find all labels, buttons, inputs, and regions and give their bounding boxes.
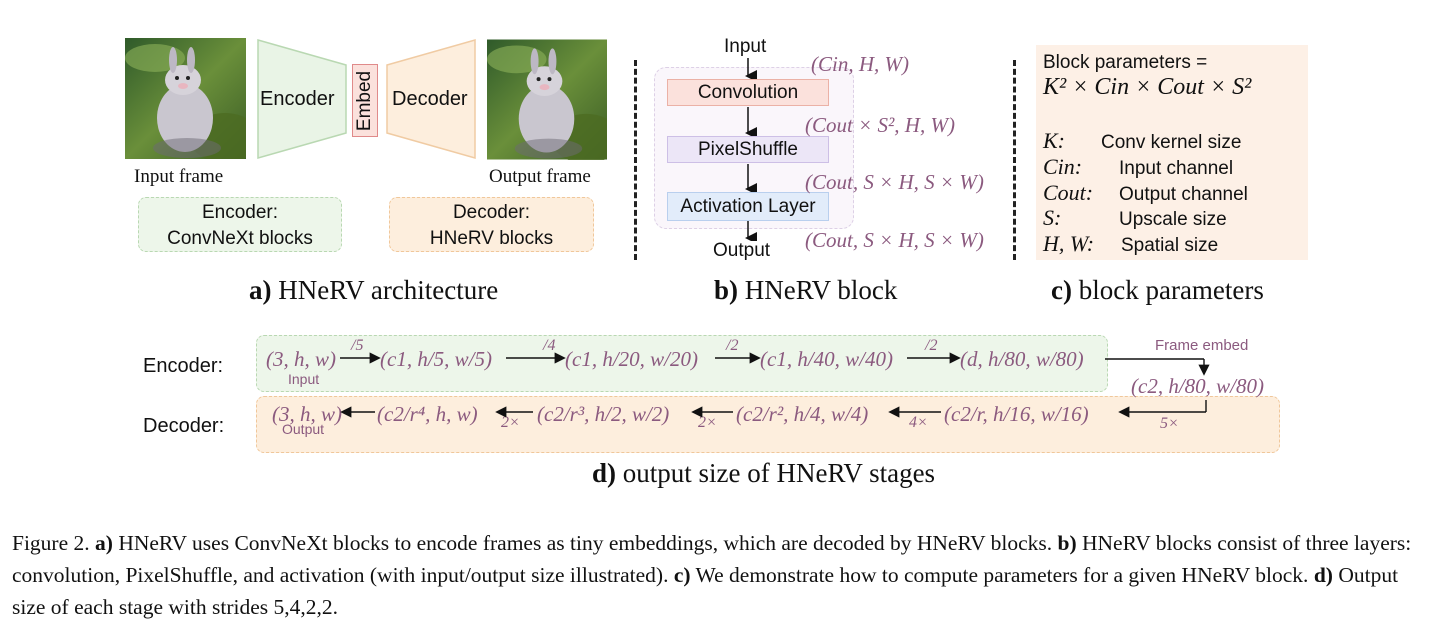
def-desc: Upscale size bbox=[1119, 209, 1227, 230]
decoder-trapezoid bbox=[386, 39, 476, 159]
pixelshuffle-label: PixelShuffle bbox=[698, 138, 798, 160]
decoder-label: Decoder bbox=[392, 88, 468, 110]
decoder-row-label: Decoder: bbox=[143, 415, 225, 437]
panel-d-letter: d) bbox=[592, 458, 617, 488]
panel-a-letter: a) bbox=[249, 275, 272, 305]
caption-a-text: HNeRV uses ConvNeXt blocks to encode fra… bbox=[118, 531, 1053, 555]
block-size-output: (Cout, S × H, S × W) bbox=[805, 228, 984, 252]
params-def-hw: H, W: Spatial size bbox=[1043, 231, 1218, 257]
caption-b-letter: b) bbox=[1057, 531, 1077, 555]
dec-scale-0: 2× bbox=[501, 414, 520, 431]
panel-a-title: a) HNeRV architecture bbox=[249, 275, 498, 306]
caption-c-text: We demonstrate how to compute parameters… bbox=[695, 563, 1309, 587]
params-box bbox=[1036, 45, 1308, 260]
block-output-label: Output bbox=[713, 240, 771, 261]
embed-box: Embed bbox=[352, 64, 378, 137]
activation-label: Activation Layer bbox=[680, 195, 816, 217]
enc-stride-0: /5 bbox=[351, 337, 364, 354]
input-frame-image bbox=[125, 38, 246, 159]
caption-a-letter: a) bbox=[95, 531, 113, 555]
dec-scale-2: 4× bbox=[909, 414, 928, 431]
encoder-note: Encoder: ConvNeXt blocks bbox=[138, 197, 342, 252]
enc-size-3: (c1, h/40, w/40) bbox=[760, 347, 893, 371]
panel-d-title: d) output size of HNeRV stages bbox=[592, 458, 935, 489]
panel-c-text: block parameters bbox=[1078, 275, 1264, 305]
params-def-k: K: Conv kernel size bbox=[1043, 128, 1241, 154]
convolution-label: Convolution bbox=[697, 81, 799, 103]
encoder-label: Encoder bbox=[260, 88, 335, 110]
decoder-note-line1: Decoder: bbox=[452, 202, 531, 223]
dec-size-0: (3, h, w) bbox=[272, 402, 342, 426]
block-size-pixelshuffle: (Cout, S × H, S × W) bbox=[805, 170, 984, 194]
params-header: Block parameters = bbox=[1043, 52, 1208, 73]
dec-size-1: (c2/r⁴, h, w) bbox=[377, 402, 478, 426]
separator-right bbox=[1013, 60, 1016, 260]
dec-size-4: (c2/r, h/16, w/16) bbox=[944, 402, 1089, 426]
output-tag: Output bbox=[282, 421, 325, 437]
caption-fig: Figure 2. bbox=[12, 531, 90, 555]
convolution-layer: Convolution bbox=[667, 79, 829, 106]
decoder-note: Decoder: HNeRV blocks bbox=[389, 197, 594, 252]
params-def-cout: Cout: Output channel bbox=[1043, 180, 1248, 206]
encoder-row-label: Encoder: bbox=[143, 355, 224, 377]
dec-scale-3: 5× bbox=[1160, 415, 1179, 432]
enc-size-4: (d, h/80, w/80) bbox=[960, 347, 1084, 371]
def-desc: Spatial size bbox=[1121, 235, 1219, 256]
pixelshuffle-layer: PixelShuffle bbox=[667, 136, 829, 163]
enc-stride-3: /2 bbox=[925, 337, 938, 354]
def-desc: Output channel bbox=[1119, 184, 1248, 205]
dec-size-3: (c2/r², h/4, w/4) bbox=[736, 402, 869, 426]
dec-scale-1: 2× bbox=[698, 414, 717, 431]
def-symbol: K: bbox=[1043, 128, 1065, 153]
encoder-row-box bbox=[256, 335, 1108, 392]
def-desc: Input channel bbox=[1119, 158, 1234, 179]
separator-left bbox=[634, 60, 637, 260]
activation-layer: Activation Layer bbox=[667, 192, 829, 221]
panel-a-text: HNeRV architecture bbox=[278, 275, 499, 305]
decoder-note-line2: HNeRV blocks bbox=[429, 228, 554, 249]
block-size-input: (Cin, H, W) bbox=[811, 52, 909, 76]
output-frame-label: Output frame bbox=[489, 166, 591, 187]
panel-c-title: c) block parameters bbox=[1051, 275, 1264, 306]
embed-size: (c2, h/80, w/80) bbox=[1131, 374, 1264, 398]
caption-d-text: Output size of each stage with strides 5… bbox=[12, 563, 1399, 619]
panel-b-letter: b) bbox=[714, 275, 739, 305]
def-desc: Conv kernel size bbox=[1101, 132, 1242, 153]
caption-b-text: HNeRV blocks consist of three layers: co… bbox=[12, 531, 1412, 587]
panel-b-text: HNeRV block bbox=[744, 275, 898, 305]
input-tag: Input bbox=[288, 371, 320, 387]
block-arrows bbox=[745, 58, 757, 241]
input-frame-label: Input frame bbox=[134, 166, 224, 187]
dec-size-2: (c2/r³, h/2, w/2) bbox=[537, 402, 670, 426]
encoder-trapezoid bbox=[257, 39, 347, 159]
caption-c-letter: c) bbox=[673, 563, 691, 587]
block-input-label: Input bbox=[724, 36, 767, 57]
output-frame-image bbox=[487, 39, 607, 160]
def-symbol: H, W: bbox=[1043, 231, 1095, 256]
def-symbol: Cout: bbox=[1043, 180, 1094, 205]
params-def-s: S: Upscale size bbox=[1043, 205, 1227, 231]
enc-stride-2: /2 bbox=[726, 337, 739, 354]
enc-stride-1: /4 bbox=[543, 337, 556, 354]
enc-size-0: (3, h, w) bbox=[266, 347, 336, 371]
encoder-note-line1: Encoder: bbox=[201, 202, 279, 223]
stage-arrows bbox=[340, 352, 1210, 418]
frame-embed-label: Frame embed bbox=[1155, 337, 1249, 354]
enc-size-2: (c1, h/20, w/20) bbox=[565, 347, 698, 371]
encoder-note-line2: ConvNeXt blocks bbox=[167, 228, 313, 249]
def-symbol: S: bbox=[1043, 205, 1062, 230]
params-formula: K² × Cin × Cout × S² bbox=[1043, 74, 1252, 100]
panel-c-letter: c) bbox=[1051, 275, 1072, 305]
def-symbol: Cin: bbox=[1043, 154, 1083, 179]
caption-d-letter: d) bbox=[1313, 563, 1333, 587]
block-size-conv: (Cout × S², H, W) bbox=[805, 113, 955, 137]
panel-d-text: output size of HNeRV stages bbox=[622, 458, 936, 488]
figure-caption: Figure 2. a) HNeRV uses ConvNeXt blocks … bbox=[12, 527, 1436, 623]
enc-size-1: (c1, h/5, w/5) bbox=[380, 347, 492, 371]
params-def-cin: Cin: Input channel bbox=[1043, 154, 1233, 180]
decoder-row-box bbox=[256, 396, 1280, 453]
panel-b-title: b) HNeRV block bbox=[714, 275, 897, 306]
